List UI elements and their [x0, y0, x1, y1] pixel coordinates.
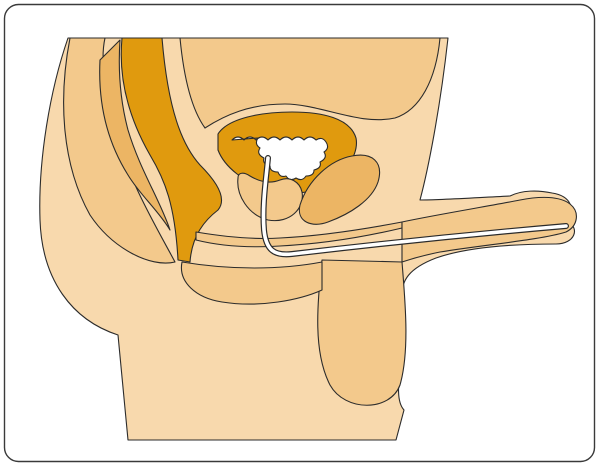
- scrotum: [318, 260, 406, 405]
